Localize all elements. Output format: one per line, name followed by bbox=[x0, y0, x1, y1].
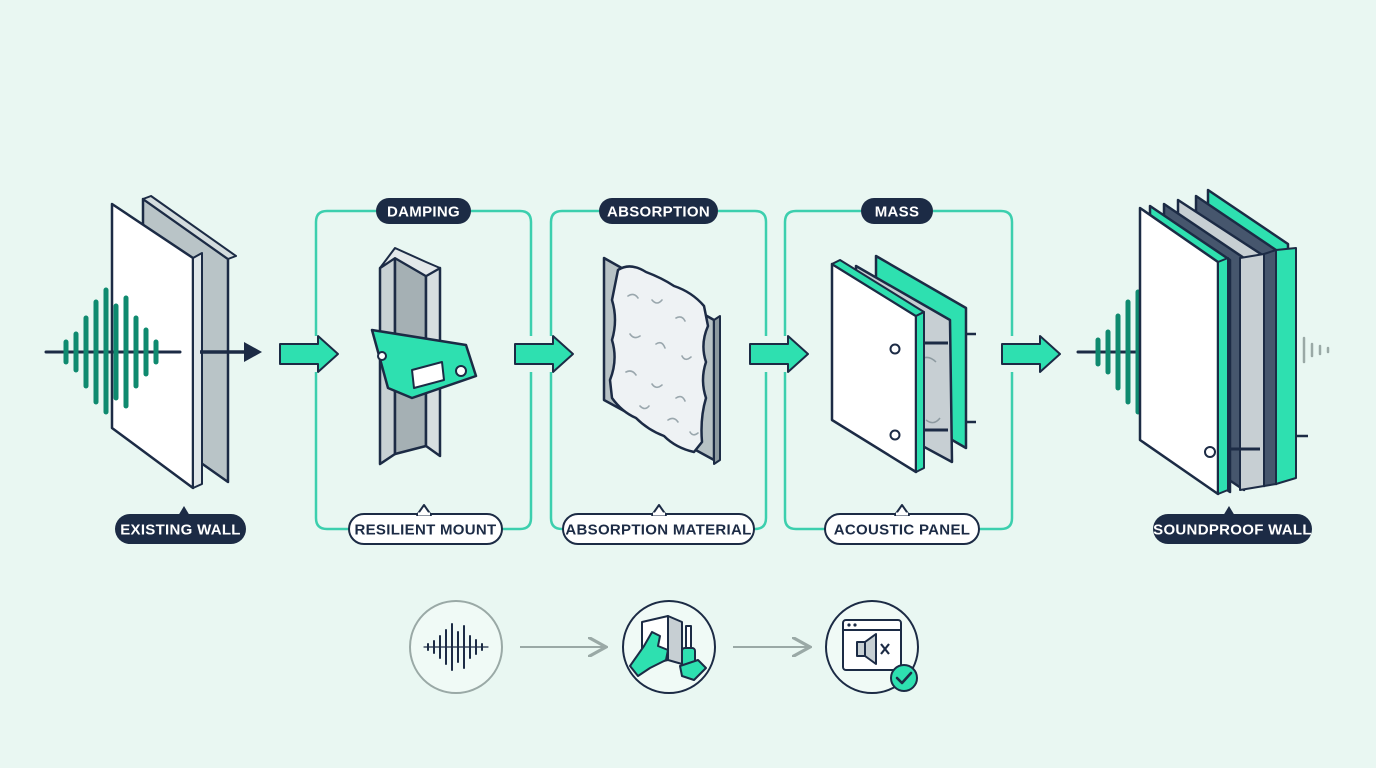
absorption-material-illustration bbox=[602, 256, 721, 465]
flow-arrow-icon bbox=[200, 342, 262, 362]
flow-arrow-icon bbox=[514, 335, 574, 373]
svg-text:ABSORPTION: ABSORPTION bbox=[607, 204, 710, 221]
tag-mass: MASS bbox=[861, 198, 933, 224]
existing-wall-illustration bbox=[110, 195, 237, 490]
installation-tools-icon bbox=[622, 600, 716, 694]
stage-frame bbox=[783, 209, 1014, 531]
label-soundproof-wall: SOUNDPROOF WALL bbox=[1153, 506, 1312, 544]
tag-damping: DAMPING bbox=[376, 198, 471, 224]
stage-frame bbox=[314, 209, 533, 531]
incoming-sound-wave-icon bbox=[44, 287, 182, 415]
flow-arrow-icon bbox=[279, 335, 339, 373]
svg-text:ACOUSTIC PANEL: ACOUSTIC PANEL bbox=[834, 522, 970, 539]
svg-text:DAMPING: DAMPING bbox=[387, 204, 460, 221]
svg-text:SOUNDPROOF WALL: SOUNDPROOF WALL bbox=[1153, 522, 1312, 539]
label-absorption-material: ABSORPTION MATERIAL bbox=[562, 504, 755, 545]
svg-text:ABSORPTION MATERIAL: ABSORPTION MATERIAL bbox=[565, 522, 751, 539]
stage-frame bbox=[549, 209, 768, 531]
label-resilient-mount: RESILIENT MOUNT bbox=[348, 504, 503, 545]
flow-arrow-icon bbox=[1001, 335, 1061, 373]
svg-text:MASS: MASS bbox=[875, 204, 920, 221]
resilient-mount-illustration bbox=[370, 247, 478, 466]
faint-sound-wave-icon bbox=[1302, 336, 1330, 364]
sound-wave-icon bbox=[409, 600, 503, 694]
flow-arrow-icon bbox=[749, 335, 809, 373]
svg-text:RESILIENT MOUNT: RESILIENT MOUNT bbox=[355, 522, 497, 539]
label-existing-wall: EXISTING WALL bbox=[115, 506, 246, 544]
svg-text:EXISTING WALL: EXISTING WALL bbox=[120, 522, 241, 539]
soundproof-wall-illustration bbox=[1138, 188, 1308, 496]
label-acoustic-panel: ACOUSTIC PANEL bbox=[824, 504, 980, 545]
muted-speaker-check-icon bbox=[825, 600, 919, 694]
acoustic-panel-illustration bbox=[830, 254, 976, 474]
tag-absorption: ABSORPTION bbox=[599, 198, 718, 224]
